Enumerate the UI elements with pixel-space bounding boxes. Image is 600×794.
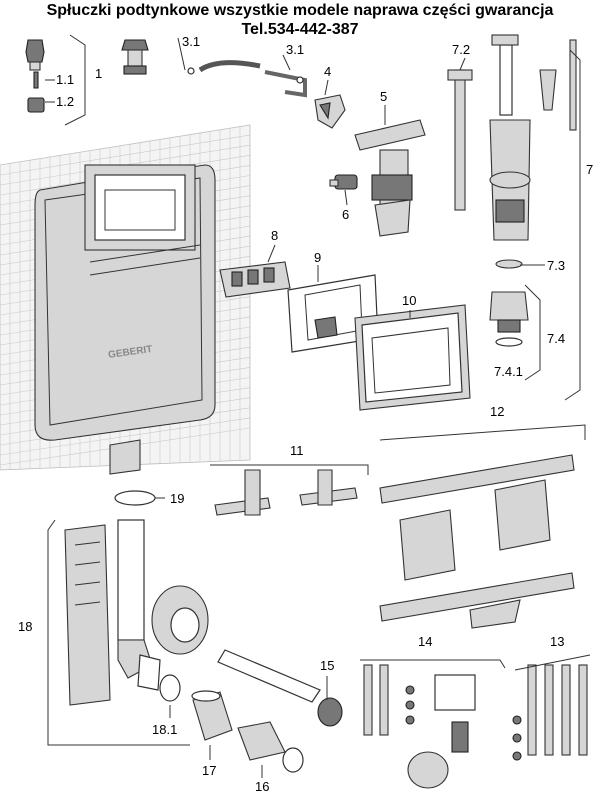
label-7-3: 7.3 [547, 258, 565, 273]
label-10: 10 [402, 293, 416, 308]
label-1: 1 [95, 66, 102, 81]
seal-ring-part-19 [114, 490, 156, 506]
pipe-elbow-part-17 [191, 690, 233, 741]
seal-part-18-1 [159, 674, 181, 702]
callout-lines [45, 34, 591, 778]
wall-brackets-part-11 [214, 469, 358, 516]
label-13: 13 [550, 634, 564, 649]
label-17: 17 [202, 763, 216, 778]
cistern-tank: GEBERIT [34, 164, 216, 475]
fill-valve-part-5 [354, 119, 426, 237]
mounting-kit-part-14 [363, 664, 476, 789]
grid-line [0, 417, 251, 456]
label-12: 12 [490, 404, 504, 419]
label-1-2: 1.2 [56, 94, 74, 109]
connection-pipe-part-15 [151, 585, 343, 727]
cover-plate-part-10 [354, 304, 471, 411]
label-7-2: 7.2 [452, 42, 470, 57]
header-phone: Tel.534-442-387 [241, 21, 359, 38]
label-5: 5 [380, 89, 387, 104]
label-8: 8 [271, 228, 278, 243]
label-11: 11 [290, 443, 304, 458]
lever-part-4 [314, 94, 346, 129]
label-7-4-1: 7.4.1 [494, 364, 523, 379]
flexible-hose-part-3 [187, 60, 307, 98]
grid-line [0, 124, 251, 166]
button-holder-part-8 [219, 261, 291, 298]
label-3-1-a: 3.1 [182, 34, 200, 49]
label-7-4: 7.4 [547, 331, 565, 346]
flush-valve-part-7 [447, 34, 577, 347]
valve-fittings-part-1 [25, 39, 149, 113]
connector-part-6 [329, 174, 358, 190]
header-title: Spłuczki podtynkowe wszystkie modele nap… [46, 2, 554, 19]
grid-line [0, 134, 251, 176]
reducer-part-16 [237, 721, 304, 773]
label-9: 9 [314, 250, 321, 265]
label-4: 4 [324, 64, 331, 79]
label-18-1: 18.1 [152, 722, 177, 737]
label-18: 18 [18, 619, 32, 634]
callout-labels: 1 1.1 1.2 3.1 3.1 4 5 6 7 7.2 7.3 7.4 7.… [18, 34, 593, 794]
label-14: 14 [418, 634, 432, 649]
label-1-1: 1.1 [56, 72, 74, 87]
label-7: 7 [586, 162, 593, 177]
mounting-rails-part-12 [379, 454, 575, 629]
screws-part-13 [512, 664, 588, 761]
label-19: 19 [170, 491, 184, 506]
label-6: 6 [342, 207, 349, 222]
label-15: 15 [320, 658, 334, 673]
label-3-1-b: 3.1 [286, 42, 304, 57]
flush-pipe-part-18 [64, 519, 161, 706]
label-16: 16 [255, 779, 269, 794]
